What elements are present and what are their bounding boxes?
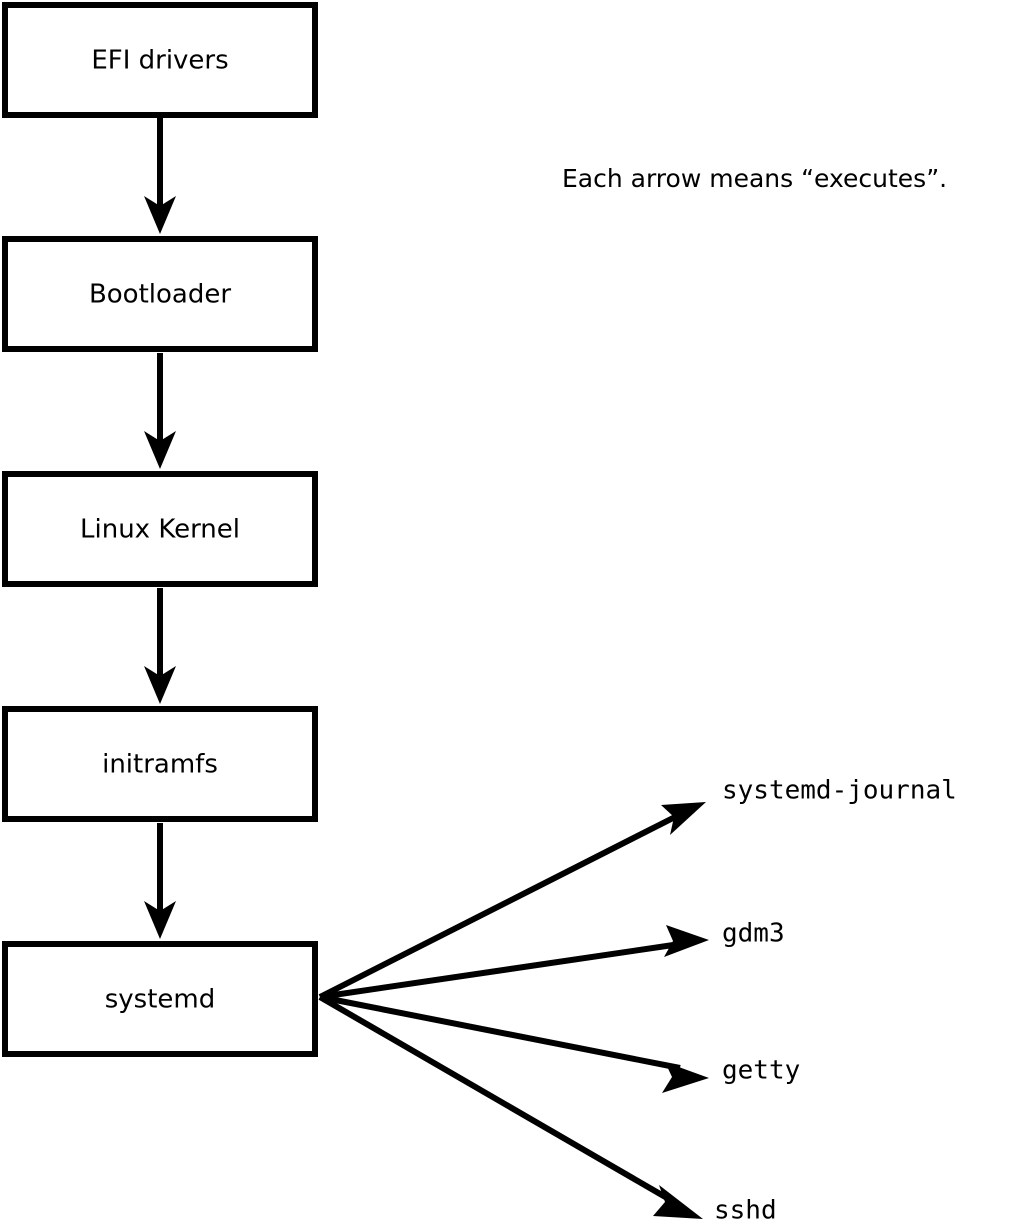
arrowhead-icon <box>662 1062 709 1093</box>
node-efi-drivers[interactable]: EFI drivers <box>2 2 318 118</box>
service-arrow-getty <box>319 994 709 1093</box>
node-label: Linux Kernel <box>80 515 240 545</box>
node-systemd[interactable]: systemd <box>2 941 318 1057</box>
service-arrow-line <box>318 813 679 1000</box>
service-label-gdm3: gdm3 <box>722 919 785 949</box>
chain-arrow-initramfs-to-systemd <box>144 823 176 939</box>
node-box[interactable] <box>2 941 318 1057</box>
service-arrow-sshd <box>318 994 703 1219</box>
service-label-sshd: sshd <box>714 1196 777 1226</box>
node-box[interactable] <box>2 2 318 118</box>
arrowhead-down-icon <box>144 431 176 469</box>
node-label: initramfs <box>102 750 218 780</box>
service-arrow-line <box>319 941 681 1000</box>
node-label: systemd <box>105 985 216 1015</box>
legend-text: Each arrow means “executes”. <box>562 164 947 193</box>
service-arrow-line <box>318 994 676 1205</box>
service-arrow-systemd-journal <box>318 802 706 1000</box>
arrowhead-icon <box>653 1185 703 1219</box>
service-arrow-line <box>319 994 681 1071</box>
arrowhead-down-icon <box>144 901 176 939</box>
node-label: Bootloader <box>89 280 231 310</box>
node-box[interactable] <box>2 471 318 587</box>
node-bootloader[interactable]: Bootloader <box>2 236 318 352</box>
chain-arrow-bootloader-to-kernel <box>144 353 176 469</box>
chain-arrow-kernel-to-initramfs <box>144 588 176 704</box>
arrowhead-icon <box>661 802 706 835</box>
service-label-getty: getty <box>722 1056 800 1086</box>
service-label-systemd-journal: systemd-journal <box>722 776 957 806</box>
node-linux-kernel[interactable]: Linux Kernel <box>2 471 318 587</box>
arrowhead-down-icon <box>144 196 176 234</box>
node-box[interactable] <box>2 706 318 822</box>
node-label: EFI drivers <box>91 46 228 76</box>
chain-arrow-efi-to-bootloader <box>144 118 176 234</box>
arrowhead-down-icon <box>144 666 176 704</box>
arrowhead-icon <box>664 925 709 957</box>
node-box[interactable] <box>2 236 318 352</box>
service-arrow-gdm3 <box>319 925 709 1000</box>
node-initramfs[interactable]: initramfs <box>2 706 318 822</box>
